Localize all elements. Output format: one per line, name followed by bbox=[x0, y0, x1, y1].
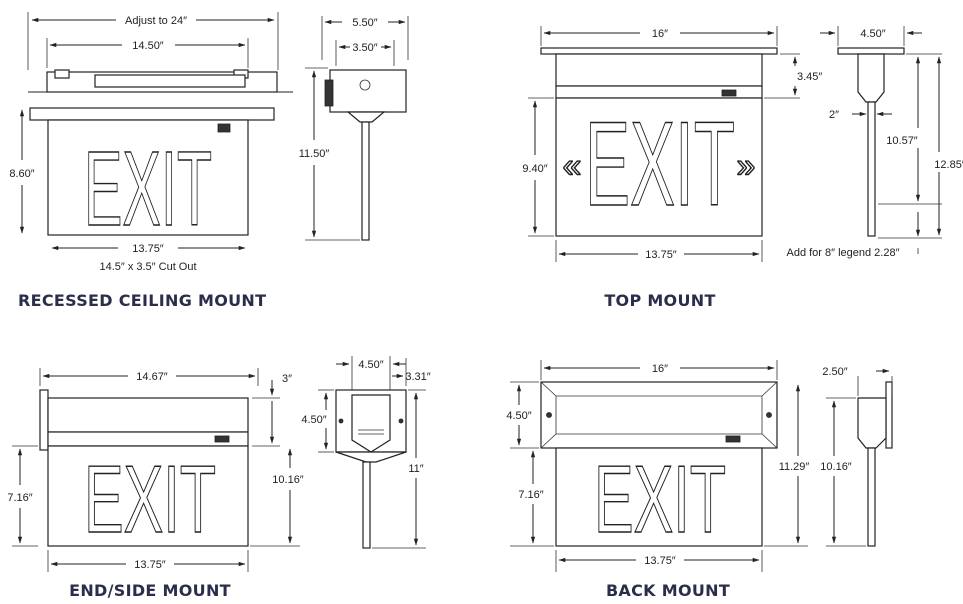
dim-adjust: Adjust to 24″ bbox=[125, 15, 187, 27]
panel-back: EXIT 16″ 4.50″ 7.16″ 11.29″ 13.75″ 2.50″ bbox=[506, 360, 893, 600]
dim-cutout: 14.5″ x 3.5″ Cut Out bbox=[99, 261, 196, 273]
dim-back-width: 16″ bbox=[652, 363, 668, 375]
dim-side-inner: 3.50″ bbox=[352, 42, 377, 54]
recessed-side-clip bbox=[324, 79, 334, 107]
end-panel bbox=[47, 445, 249, 547]
end-side-taper bbox=[335, 451, 407, 463]
dim-end-plate-depth: 3.31″ bbox=[405, 371, 430, 383]
recessed-clip-left bbox=[54, 69, 70, 79]
end-indicator bbox=[214, 435, 230, 443]
dim-width-bottom: 13.75″ bbox=[132, 243, 164, 255]
panel-recessed: EXIT Adjust to 24″ 14.50″ 8.60″ 13.75″ 1… bbox=[9, 12, 409, 310]
top-chevron-right: » bbox=[737, 147, 756, 185]
recessed-indicator bbox=[217, 123, 231, 133]
back-side-panel bbox=[867, 447, 876, 547]
top-chevron-left: « bbox=[563, 147, 582, 185]
recessed-driver bbox=[94, 74, 246, 88]
end-wall-plate bbox=[39, 389, 49, 451]
dim-end-plate-height: 4.50″ bbox=[301, 414, 326, 426]
dim-top-side-width: 4.50″ bbox=[860, 28, 885, 40]
recessed-side-panel bbox=[361, 121, 370, 241]
dim-end-plate-width: 4.50″ bbox=[358, 359, 383, 371]
dim-side-outer: 5.50″ bbox=[352, 17, 377, 29]
recessed-sign-text: EXIT bbox=[84, 130, 212, 248]
dim-end-top-gap: 3″ bbox=[282, 373, 292, 385]
dim-top-height: 9.40″ bbox=[522, 163, 547, 175]
top-indicator bbox=[721, 89, 737, 97]
top-housing bbox=[555, 53, 763, 87]
dim-back-side-height: 10.16″ bbox=[820, 461, 852, 473]
dim-top-legend-note: Add for 8″ legend 2.28″ bbox=[787, 247, 900, 259]
top-side-body bbox=[857, 53, 885, 103]
dim-side-height: 11.50″ bbox=[299, 148, 330, 160]
back-indicator bbox=[725, 435, 741, 443]
back-side-plate bbox=[885, 381, 893, 449]
end-sign-text: EXIT bbox=[84, 446, 216, 553]
back-sign-text: EXIT bbox=[594, 446, 726, 553]
dim-back-width-bottom: 13.75″ bbox=[644, 555, 676, 567]
dim-end-width-bottom: 13.75″ bbox=[134, 559, 166, 571]
dim-end-height: 7.16″ bbox=[7, 492, 32, 504]
top-canopy bbox=[540, 47, 778, 55]
end-housing bbox=[47, 397, 249, 433]
dim-back-total-height: 11.29″ bbox=[779, 461, 810, 473]
end-side-panel bbox=[362, 461, 371, 549]
dim-top-width: 16″ bbox=[652, 28, 668, 40]
heading-recessed: RECESSED CEILING MOUNT bbox=[18, 291, 266, 310]
top-sign-text: EXIT bbox=[585, 97, 735, 231]
back-side-body bbox=[857, 397, 887, 449]
dim-end-side-height: 11″ bbox=[408, 463, 423, 475]
recessed-panel bbox=[47, 119, 249, 236]
dim-top-width-bottom: 13.75″ bbox=[645, 249, 677, 261]
dim-back-height: 7.16″ bbox=[518, 489, 543, 501]
recessed-side-mount bbox=[346, 111, 386, 123]
dim-back-side-depth: 2.50″ bbox=[822, 366, 847, 378]
back-panel bbox=[555, 447, 763, 547]
back-plate bbox=[540, 381, 778, 449]
panel-top: EXIT « » 16″ 3.45″ 9.40″ 13.75″ 4.50″ bbox=[522, 26, 963, 310]
recessed-trim bbox=[29, 107, 275, 121]
dim-height: 8.60″ bbox=[9, 168, 34, 180]
top-panel bbox=[555, 97, 763, 237]
dim-top-side-b: 12.85″ bbox=[934, 159, 963, 171]
dim-top-stem: 2″ bbox=[829, 109, 839, 121]
heading-back: BACK MOUNT bbox=[606, 581, 730, 600]
dim-end-total-height: 10.16″ bbox=[272, 474, 304, 486]
top-side-canopy bbox=[837, 47, 905, 55]
dim-top-side-a: 10.57″ bbox=[886, 135, 918, 147]
panel-end: EXIT 14.67″ 3″ 7.16″ 10.16″ 13.75″ bbox=[7, 356, 431, 600]
recessed-side-box bbox=[329, 69, 407, 113]
top-side-panel bbox=[867, 101, 876, 237]
heading-top: TOP MOUNT bbox=[604, 291, 715, 310]
heading-end: END/SIDE MOUNT bbox=[69, 581, 231, 600]
dim-width-top: 14.50″ bbox=[132, 40, 164, 52]
dim-back-top-height: 4.50″ bbox=[506, 410, 531, 422]
end-side-body bbox=[351, 394, 391, 453]
dim-end-width: 14.67″ bbox=[136, 371, 168, 383]
dim-top-canopy: 3.45″ bbox=[797, 71, 822, 83]
